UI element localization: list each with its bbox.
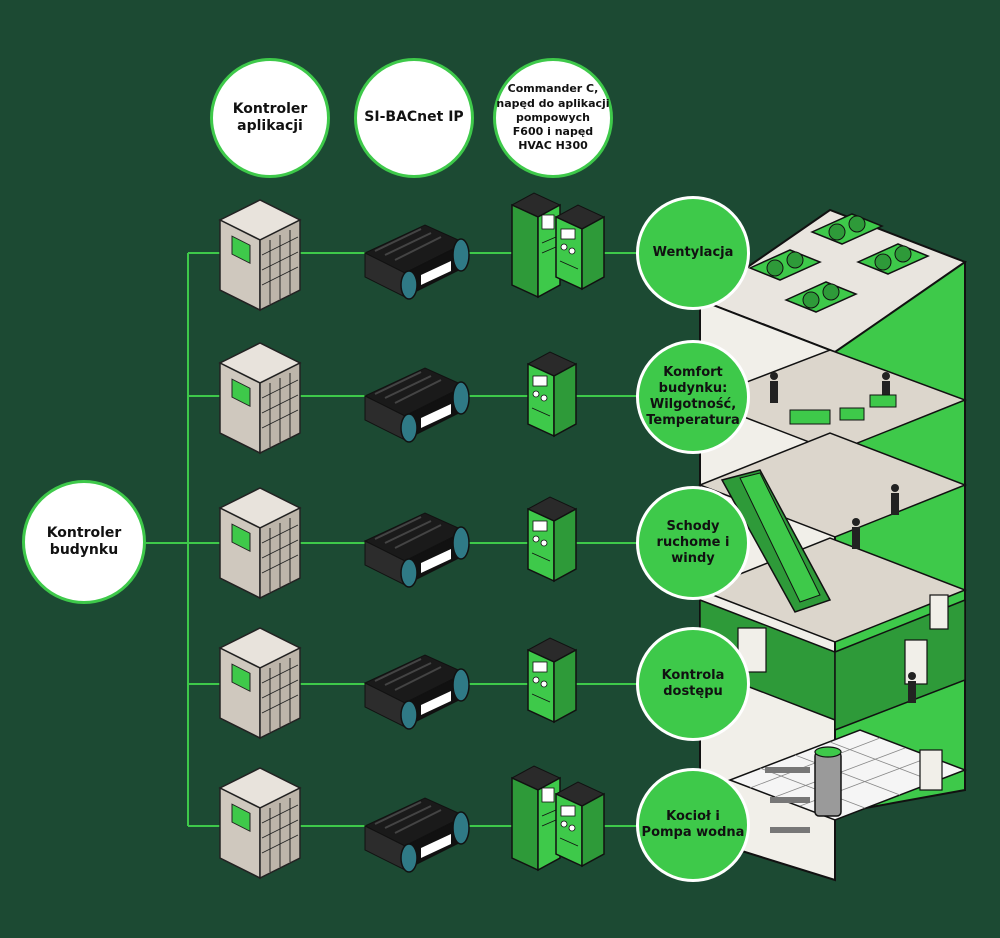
controller-cabinet-icon — [219, 199, 301, 311]
large-drive-icon — [511, 765, 561, 871]
controller-cabinet-icon — [219, 342, 301, 454]
bacnet-module-icon — [364, 512, 470, 588]
header-bacnet: SI-BACnet IP — [354, 58, 474, 178]
controller-cabinet-icon — [219, 627, 301, 739]
small-drive-icon — [527, 496, 577, 582]
header-bacnet-label: SI-BACnet IP — [364, 109, 464, 126]
app-comfort-label: Komfort budynku: Wilgotność, Temperatura — [646, 364, 740, 429]
building-controller: Kontroler budynku — [22, 480, 146, 604]
controller-cabinet-icon — [219, 487, 301, 599]
building-controller-label: Kontroler budynku — [46, 524, 122, 559]
controller-cabinet-icon — [219, 767, 301, 879]
building-illustration — [697, 208, 968, 882]
bacnet-module-icon — [364, 654, 470, 730]
bacnet-module-icon — [364, 224, 470, 300]
app-boiler-pump: Kocioł i Pompa wodna — [636, 768, 750, 882]
app-ventilation-label: Wentylacja — [652, 244, 734, 260]
small-drive-icon — [555, 204, 605, 290]
header-drive-label: Commander C, napęd do aplikacji pompowyc… — [496, 82, 610, 153]
bacnet-module-icon — [364, 797, 470, 873]
bacnet-module-icon — [364, 367, 470, 443]
header-drive: Commander C, napęd do aplikacji pompowyc… — [493, 58, 613, 178]
large-drive-icon — [511, 192, 561, 298]
app-ventilation: Wentylacja — [636, 196, 750, 310]
small-drive-icon — [527, 351, 577, 437]
drives — [511, 192, 605, 871]
app-access-control: Kontrola dostępu — [636, 627, 750, 741]
header-app-controller-label: Kontroler aplikacji — [232, 100, 308, 135]
small-drive-icon — [527, 637, 577, 723]
bacnet-modules — [364, 224, 470, 873]
header-app-controller: Kontroler aplikacji — [210, 58, 330, 178]
controller-cabinets — [219, 199, 301, 879]
app-comfort: Komfort budynku: Wilgotność, Temperatura — [636, 340, 750, 454]
app-escalators-label: Schody ruchome i windy — [656, 518, 730, 567]
small-drive-icon — [555, 781, 605, 867]
app-access-control-label: Kontrola dostępu — [661, 667, 725, 699]
app-boiler-pump-label: Kocioł i Pompa wodna — [641, 808, 745, 840]
app-escalators: Schody ruchome i windy — [636, 486, 750, 600]
